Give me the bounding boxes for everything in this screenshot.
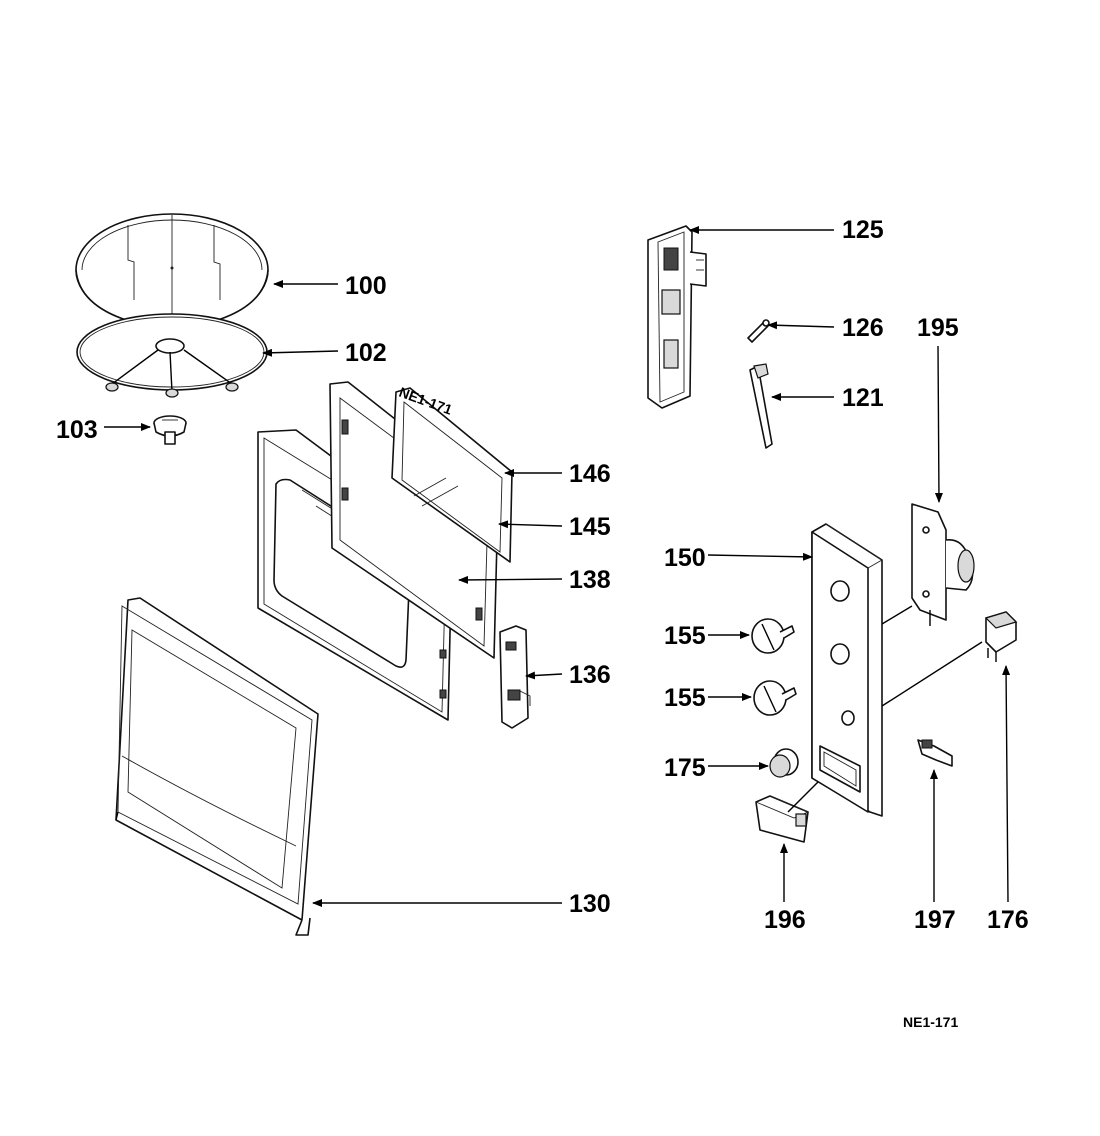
figure-code: NE1-171 (903, 1014, 958, 1030)
door-button-part (755, 795, 810, 843)
callout-121: 121 (842, 384, 884, 412)
callout-196: 196 (764, 906, 806, 934)
leader-145 (498, 520, 563, 529)
coupler-part (153, 415, 187, 445)
callout-176: 176 (987, 906, 1029, 934)
callout-197: 197 (914, 906, 956, 934)
callout-145: 145 (569, 513, 611, 541)
leader-126 (767, 321, 835, 330)
callout-146: 146 (569, 460, 611, 488)
callout-125: 125 (842, 216, 884, 244)
leader-102 (262, 348, 339, 357)
timer-bracket-part (911, 503, 975, 626)
pin-part (747, 319, 770, 343)
callout-155-top: 155 (664, 622, 706, 650)
knob-bottom-part (753, 680, 797, 716)
callout-labels: 100 102 103 125 126 121 195 146 145 138 … (56, 216, 1029, 934)
callout-136: 136 (569, 661, 611, 689)
leader-150 (707, 552, 813, 561)
callout-126: 126 (842, 314, 884, 342)
latch-board-part (647, 225, 707, 409)
control-panel-part (811, 523, 883, 817)
knob-top-part (751, 618, 795, 654)
leader-195 (934, 345, 943, 503)
leader-138 (458, 575, 563, 584)
spring-lever-part (917, 739, 953, 767)
callout-103: 103 (56, 416, 98, 444)
push-button-part (769, 748, 799, 778)
latch-hook-part (499, 625, 531, 729)
callout-150: 150 (664, 544, 706, 572)
callout-130: 130 (569, 890, 611, 918)
door-panel-part (115, 597, 319, 936)
callout-138: 138 (569, 566, 611, 594)
leader-176 (1002, 665, 1011, 903)
switch-part (984, 611, 1018, 662)
glass-tray-part (75, 213, 269, 331)
callout-102: 102 (345, 339, 387, 367)
callout-175: 175 (664, 754, 706, 782)
leader-136 (525, 671, 563, 680)
leader-arrows (104, 226, 1011, 907)
callout-195: 195 (917, 314, 959, 342)
callout-100: 100 (345, 272, 387, 300)
callout-155-bottom: 155 (664, 684, 706, 712)
assembly-guide-lines (787, 605, 983, 813)
lever-part (749, 363, 773, 449)
roller-ring-part (76, 313, 268, 398)
